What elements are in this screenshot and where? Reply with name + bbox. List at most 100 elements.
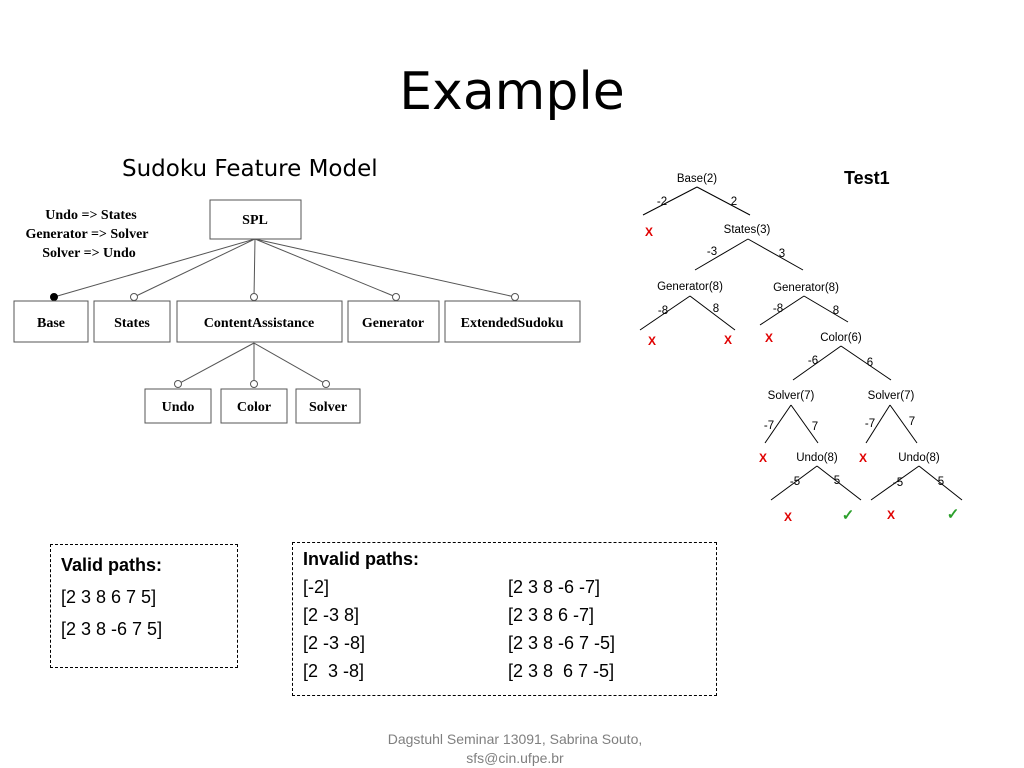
tree-edge [747,238,804,271]
invalid-paths-right: [2 3 8 -6 -7] [2 3 8 6 -7] [2 3 8 -6 7 -… [508,573,615,685]
feature-box-undo [144,388,212,424]
tree-edge [870,465,920,501]
optional-marker-extendedsudoku [511,293,519,301]
feature-box-base [13,300,89,343]
edge-spl-contentassistance [253,238,256,298]
optional-marker-solver [322,380,330,388]
fail-mark: X [887,508,895,522]
edge-spl-generator [254,238,397,298]
tree-node-undo-b: Undo(8) [898,452,940,464]
tree-node-color: Color(6) [820,332,862,344]
footer-line-1: Dagstuhl Seminar 13091, Sabrina Souto, [387,731,643,747]
tree-edge [759,295,805,326]
fail-mark: X [759,451,767,465]
tree-edge [694,238,749,271]
fail-mark: X [784,510,792,524]
edge-spl-states [133,238,256,298]
optional-marker-generator [392,293,400,301]
edge-label: -2 [657,196,667,208]
edge-label: 2 [731,196,737,208]
feature-box-generator [347,300,440,343]
valid-path: [2 3 8 6 7 5] [61,587,157,607]
invalid-path: [2 -3 8] [303,605,360,625]
mandatory-marker-base [50,293,58,301]
tree-edge [696,186,751,216]
valid-paths-box: Valid paths: [2 3 8 6 7 5] [2 3 8 -6 7 5… [50,544,238,668]
feature-box-states [93,300,171,343]
slide-title: Example [399,62,625,122]
edge-label: 5 [938,476,944,488]
edge-label: -8 [773,303,783,315]
fail-mark: X [648,334,656,348]
edge-label: 7 [812,421,818,433]
constraint-2: Generator => Solver [26,227,149,242]
decision-tree: Base(2) States(3) Generator(8) Generator… [639,173,963,524]
feature-box-solver [295,388,361,424]
valid-path: [2 3 8 -6 7 5] [61,619,163,639]
optional-marker-states [130,293,138,301]
valid-paths-heading: Valid paths: [61,555,163,575]
constraint-1: Undo => States [45,208,137,223]
edge-ca-solver [253,342,327,385]
feature-label-extendedsudoku: ExtendedSudoku [461,316,564,331]
invalid-paths-heading: Invalid paths: [303,549,420,569]
feature-box-extendedsudoku [444,300,581,343]
feature-label-states: States [114,316,150,331]
pass-check-icon: ✓ [842,507,855,524]
invalid-path: [2 3 -8] [303,661,365,681]
edge-spl-base [53,238,256,298]
tree-edge [792,345,842,381]
optional-marker-color [250,380,258,388]
tree-edge [918,465,963,501]
constraint-3: Solver => Undo [42,246,136,261]
feature-box-color [220,388,288,424]
fail-mark: X [645,225,653,239]
invalid-path: [2 3 8 6 -7] [508,605,595,625]
tree-edge [770,465,818,501]
edge-label: -7 [865,418,875,430]
feature-model: Undo => States Generator => Solver Solve… [13,199,581,424]
fail-mark: X [859,451,867,465]
feature-label-contentassistance: ContentAssistance [204,316,314,331]
invalid-path: [-2] [303,577,330,597]
edge-label: -8 [658,305,668,317]
edge-label: 7 [909,416,915,428]
edge-label: -3 [707,246,717,258]
edge-label: 6 [867,357,873,369]
edge-label: -5 [790,476,800,488]
fail-mark: X [724,333,732,347]
feature-label-base: Base [37,316,65,331]
feature-label-generator: Generator [362,316,424,331]
edge-ca-undo [177,342,255,385]
invalid-paths-box: Invalid paths: [-2] [2 -3 8] [2 -3 -8] [… [292,542,717,696]
tree-node-states: States(3) [724,224,771,236]
invalid-path: [2 3 8 6 7 -5] [508,661,615,681]
tree-node-base: Base(2) [677,173,717,185]
tree-edge [639,295,691,331]
optional-marker-contentassistance [250,293,258,301]
invalid-path: [2 3 8 -6 7 -5] [508,633,616,653]
feature-label-spl: SPL [242,213,268,228]
feature-box-contentassistance [176,300,343,343]
edge-spl-extendedsudoku [254,238,516,298]
tree-edge [790,404,819,444]
feature-label-undo: Undo [162,400,195,415]
tree-edge [889,404,918,444]
feature-model-title: Sudoku Feature Model [122,156,378,182]
edge-label: 8 [713,303,719,315]
feature-label-solver: Solver [309,400,347,415]
tree-edge [764,404,792,444]
test-label: Test1 [844,168,890,188]
tree-node-solver-b: Solver(7) [868,390,915,402]
invalid-path: [2 -3 -8] [303,633,366,653]
tree-edge [840,345,892,381]
tree-node-undo-a: Undo(8) [796,452,838,464]
edge-label: -6 [808,355,818,367]
tree-node-solver-a: Solver(7) [768,390,815,402]
feature-label-color: Color [237,400,271,415]
edge-label: 5 [834,475,840,487]
footer-line-2: sfs@cin.ufpe.br [466,750,564,766]
tree-edge [803,295,849,323]
invalid-paths-left: [-2] [2 -3 8] [2 -3 -8] [2 3 -8] [303,573,508,685]
tree-edge [816,465,862,501]
